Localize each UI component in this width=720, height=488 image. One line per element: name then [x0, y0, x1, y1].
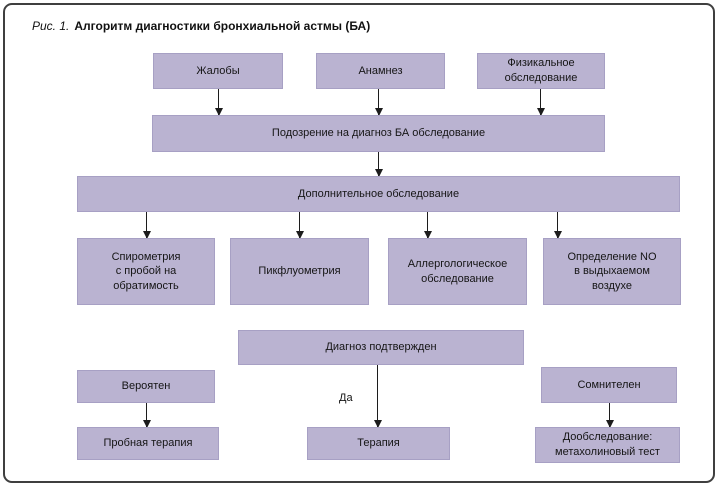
node-anamnesis: Анамнез [316, 53, 445, 89]
node-ba-suspicion: Подозрение на диагноз БА обследование [152, 115, 605, 152]
node-anamnesis-label: Анамнез [358, 64, 403, 77]
node-trial-therapy-label: Пробная терапия [103, 437, 193, 450]
figure-number: Рис. 1. [32, 19, 70, 33]
figure-title-text: Алгоритм диагностики бронхиальной астмы … [74, 19, 371, 33]
node-trial-therapy: Пробная терапия [77, 427, 219, 460]
node-doubtful-label: Сомнителен [577, 378, 641, 391]
node-no-measurement: Определение NO в выдыхаемом воздухе [543, 238, 681, 305]
arrow-doubtful-to-follow-up [609, 403, 610, 427]
node-spirometry-label: Спирометрия с пробой на обратимость [111, 250, 181, 292]
node-diagnosis-confirmed-label: Диагноз подтвержден [325, 341, 437, 354]
node-therapy-label: Терапия [357, 437, 400, 450]
arrow-complaints-to-suspicion [218, 89, 219, 115]
arrow-confirmed-to-therapy [377, 365, 378, 427]
node-peak-flowmetry-label: Пикфлуометрия [258, 265, 341, 278]
node-ba-suspicion-label: Подозрение на диагноз БА обследование [271, 127, 486, 140]
node-allergy-exam-label: Аллергологическое обследование [407, 257, 508, 285]
node-additional-exam-label: Дополнительное обследование [297, 187, 460, 200]
arrow-to-allergy-exam [427, 212, 428, 238]
figure-title: Рис. 1. Алгоритм диагностики бронхиальной… [32, 19, 370, 33]
arrow-anamnesis-to-suspicion [378, 89, 379, 115]
arrow-to-spirometry [146, 212, 147, 238]
arrow-probable-to-trial-therapy [146, 403, 147, 427]
node-complaints: Жалобы [153, 53, 283, 89]
arrow-suspicion-to-additional-exam [378, 152, 379, 176]
node-probable: Вероятен [77, 370, 215, 403]
edge-label-yes: Да [339, 392, 353, 404]
node-probable-label: Вероятен [121, 380, 171, 393]
node-therapy: Терапия [307, 427, 450, 460]
arrow-to-no-measurement [557, 212, 558, 238]
node-additional-exam: Дополнительное обследование [77, 176, 680, 212]
node-doubtful: Сомнителен [541, 367, 677, 403]
node-no-measurement-label: Определение NO в выдыхаемом воздухе [567, 250, 657, 292]
node-spirometry: Спирометрия с пробой на обратимость [77, 238, 215, 305]
node-allergy-exam: Аллергологическое обследование [388, 238, 527, 305]
node-diagnosis-confirmed: Диагноз подтвержден [238, 330, 524, 365]
node-physical-exam: Физикальное обследование [477, 53, 605, 89]
node-peak-flowmetry: Пикфлуометрия [230, 238, 369, 305]
node-follow-up-exam-label: Дообследование: метахолиновый тест [555, 431, 660, 458]
arrow-physical-exam-to-suspicion [540, 89, 541, 115]
node-complaints-label: Жалобы [196, 64, 240, 77]
node-physical-exam-label: Физикальное обследование [504, 57, 578, 84]
arrow-to-peak-flowmetry [299, 212, 300, 238]
node-follow-up-exam: Дообследование: метахолиновый тест [535, 427, 680, 463]
